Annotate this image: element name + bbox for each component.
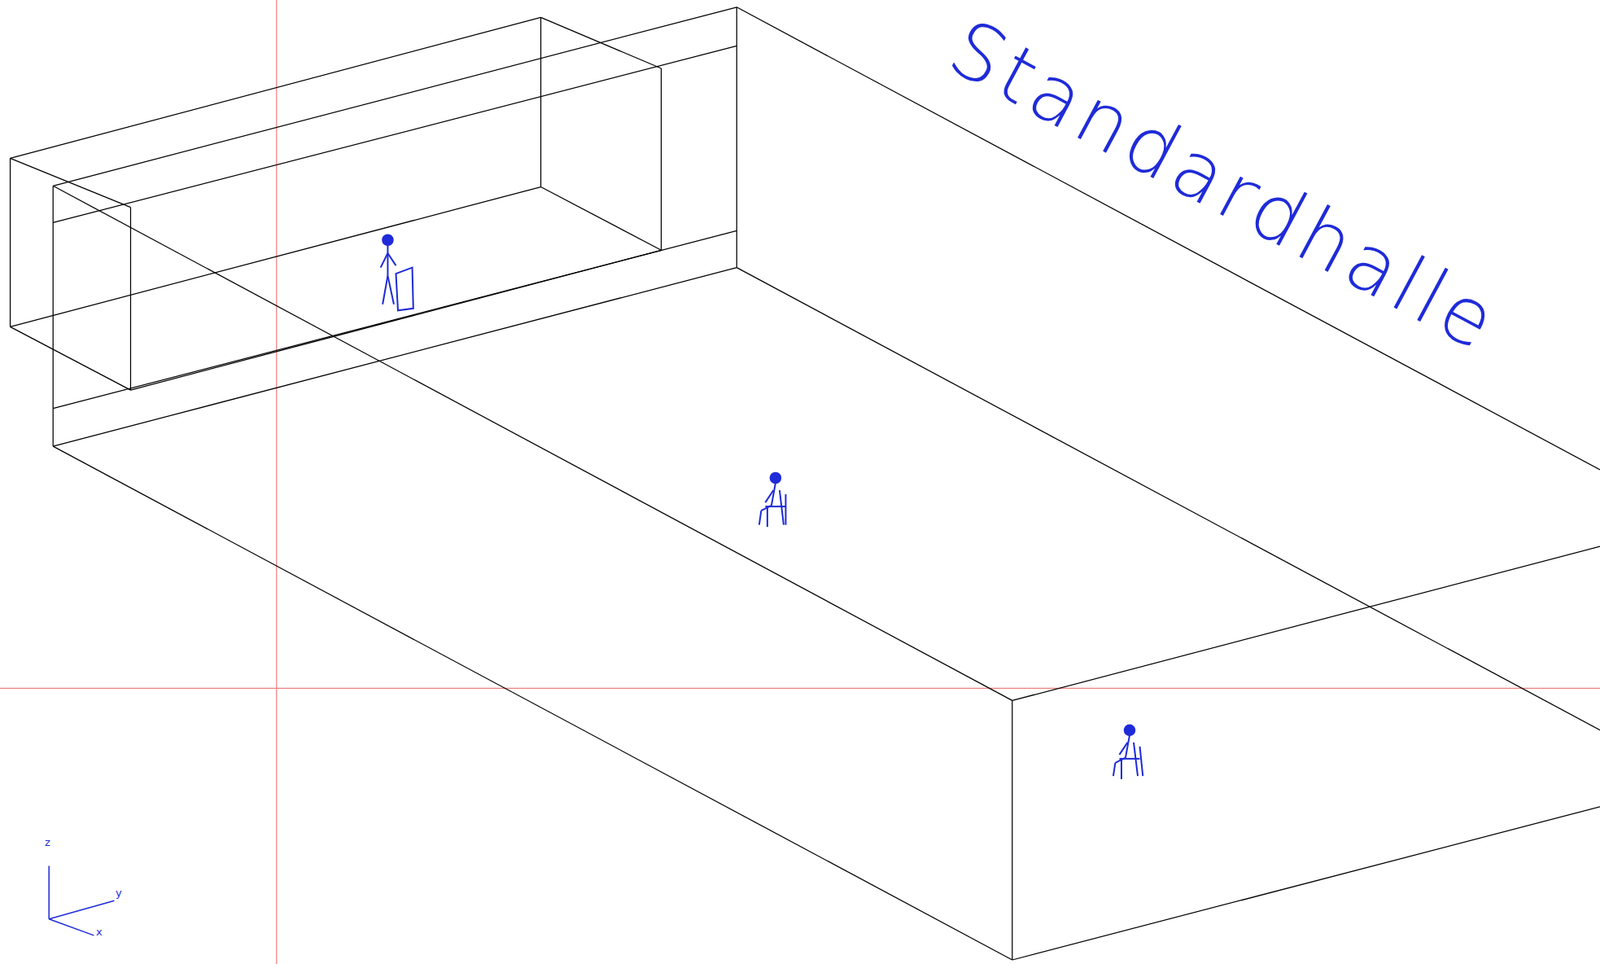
- axis-label: x: [96, 926, 103, 938]
- stick-figures: [380, 234, 1144, 779]
- hall-edges: [10, 7, 1600, 960]
- axis-label: y: [115, 887, 123, 899]
- hall-name: Standardhalle: [935, 4, 1513, 368]
- axis-label: z: [44, 836, 51, 849]
- axis-icon: [48, 865, 114, 936]
